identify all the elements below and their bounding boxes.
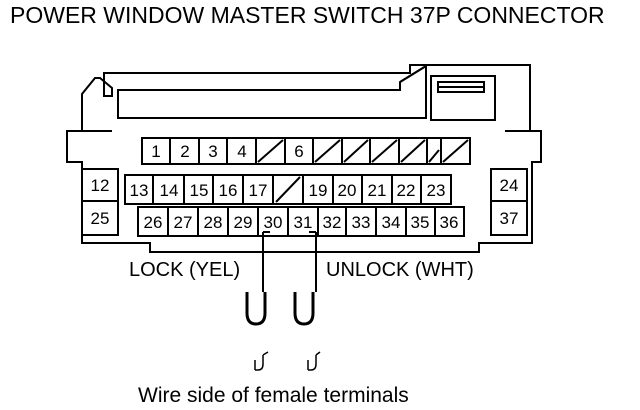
lock-terminal-icon bbox=[254, 351, 269, 371]
pin-label: 25 bbox=[91, 209, 110, 228]
lock-label: LOCK (YEL) bbox=[129, 259, 240, 281]
pin-label: 29 bbox=[234, 213, 253, 232]
caption: Wire side of female terminals bbox=[138, 384, 409, 407]
pin-label: 31 bbox=[294, 213, 313, 232]
pin-label: 26 bbox=[144, 213, 163, 232]
pin-label: 1 bbox=[151, 142, 160, 161]
pin-label: 36 bbox=[440, 213, 459, 232]
unlock-label: UNLOCK (WHT) bbox=[326, 259, 474, 281]
pin-label: 19 bbox=[309, 181, 328, 200]
pin-label: 4 bbox=[237, 142, 246, 161]
pin-label: 21 bbox=[368, 181, 387, 200]
pin-label: 14 bbox=[160, 181, 179, 200]
pin-label: 6 bbox=[294, 142, 303, 161]
diagram-title: POWER WINDOW MASTER SWITCH 37P CONNECTOR bbox=[10, 2, 605, 28]
connector-housing bbox=[66, 64, 542, 253]
unlock-terminal-icon bbox=[307, 351, 321, 371]
pin-label: 22 bbox=[397, 181, 416, 200]
pin-label: 16 bbox=[219, 181, 238, 200]
pin-label: 23 bbox=[427, 181, 446, 200]
pin-label: 17 bbox=[249, 181, 268, 200]
lock-tab bbox=[430, 75, 496, 121]
pin-label: 13 bbox=[130, 181, 149, 200]
pin-label: 32 bbox=[323, 213, 342, 232]
pin-label: 35 bbox=[411, 213, 430, 232]
pin-label: 34 bbox=[382, 213, 401, 232]
pin-label: 24 bbox=[500, 176, 519, 195]
pin-label: 3 bbox=[208, 142, 217, 161]
pin-label: 30 bbox=[264, 213, 283, 232]
pin-label: 28 bbox=[204, 213, 223, 232]
pin-label: 12 bbox=[91, 176, 110, 195]
pin-label: 27 bbox=[174, 213, 193, 232]
pin-label: 37 bbox=[500, 209, 519, 228]
lock-probe-icon bbox=[245, 292, 267, 326]
pin-label: 15 bbox=[190, 181, 209, 200]
pin-label: 33 bbox=[352, 213, 371, 232]
unlock-probe-icon bbox=[293, 292, 315, 326]
pin-label: 2 bbox=[180, 142, 189, 161]
pin-label: 20 bbox=[338, 181, 357, 200]
